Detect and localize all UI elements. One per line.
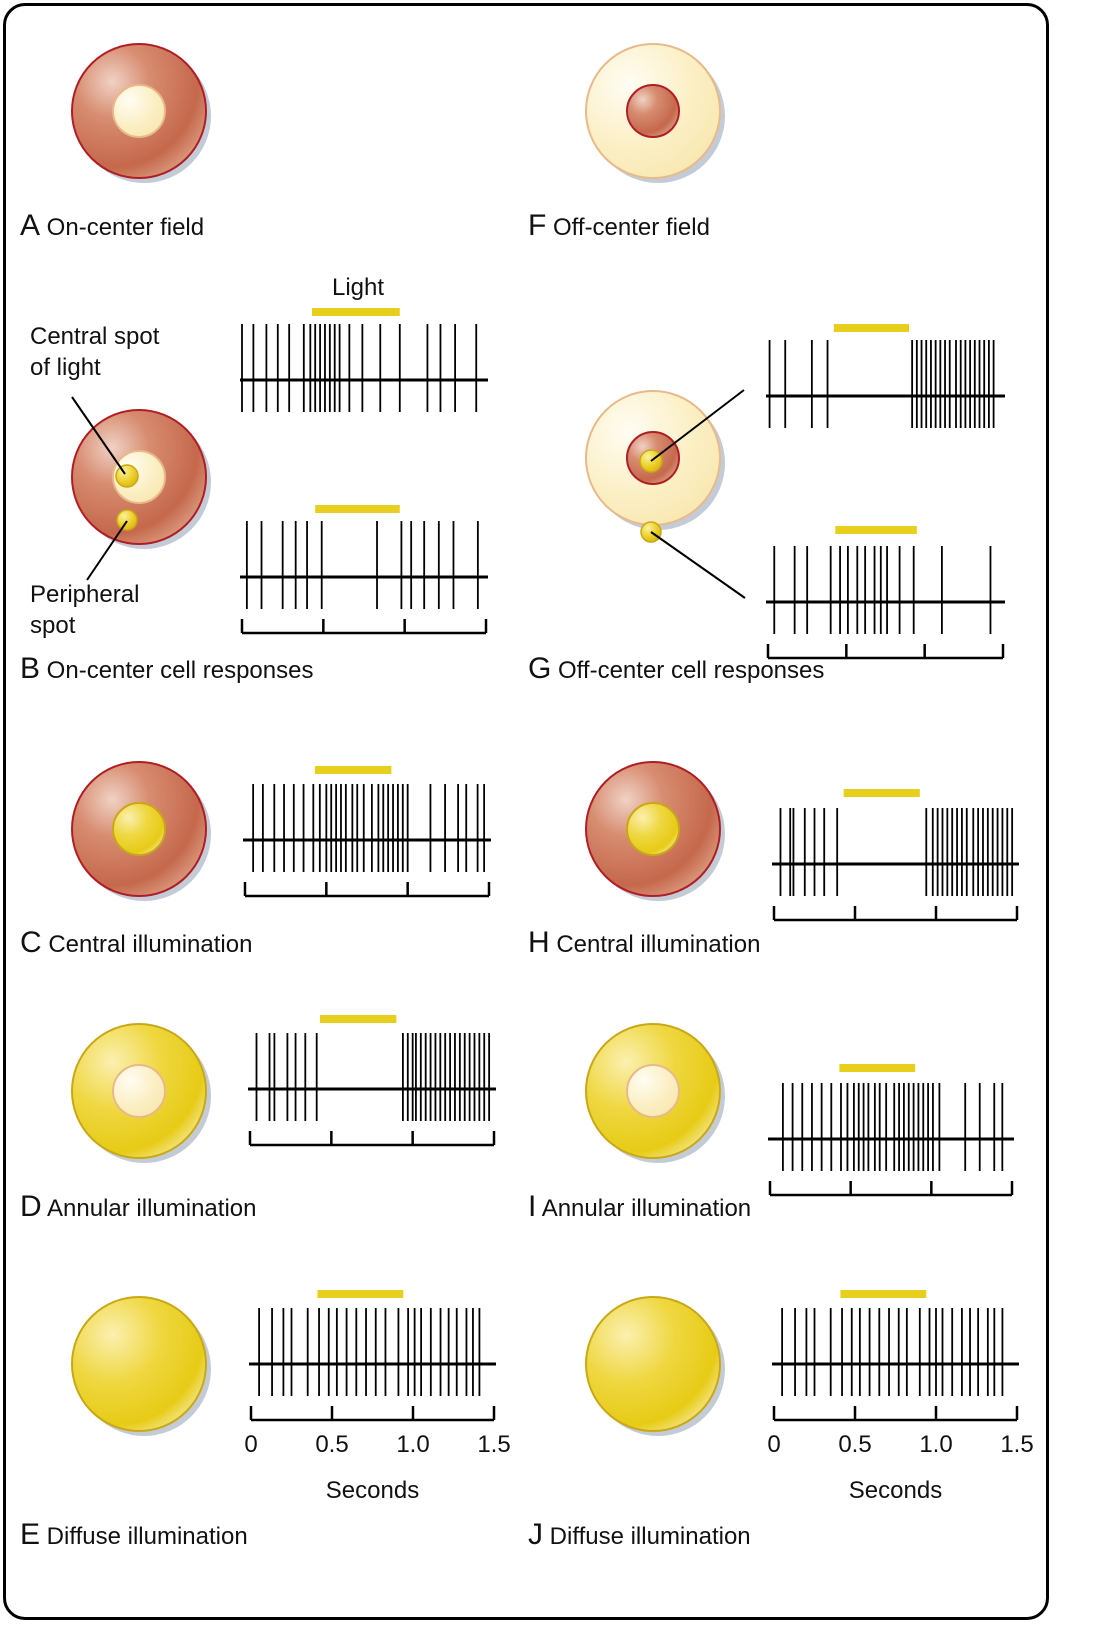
raster-d (248, 1015, 496, 1147)
light-stimulus-bar (839, 1064, 916, 1072)
panel-label-f: F Off-center field (528, 209, 710, 242)
raster-h (772, 789, 1019, 922)
connector-line-central (650, 389, 745, 462)
field-surround (585, 1296, 721, 1432)
light-label: Light (332, 274, 384, 301)
panel-label-d: D Annular illumination (20, 1190, 256, 1223)
light-stimulus-bar (319, 1015, 397, 1023)
light-stimulus-bar (315, 505, 400, 513)
raster-b-central (240, 308, 488, 412)
raster-i (768, 1064, 1014, 1197)
field-center (626, 1064, 680, 1118)
time-tick-label: 0 (767, 1431, 780, 1458)
light-stimulus-bar (314, 766, 392, 774)
panel-title: Annular illumination (536, 1195, 751, 1222)
field-center (112, 84, 166, 138)
field-center (112, 802, 166, 856)
panel-letter: D (20, 1190, 42, 1223)
field-b-on-center (71, 409, 211, 549)
panel-letter: F (528, 209, 546, 242)
field-center (626, 84, 680, 138)
connector-line-peripheral (650, 531, 746, 599)
panel-label-g: G Off-center cell responses (528, 652, 824, 685)
field-c-central-illumination (71, 761, 211, 901)
time-tick-label: 1.5 (1000, 1431, 1033, 1458)
field-center (112, 450, 166, 504)
time-tick-label: 1.0 (396, 1431, 429, 1458)
light-stimulus-bar (835, 526, 917, 534)
field-center (626, 802, 680, 856)
panel-title: Central illumination (42, 931, 253, 958)
raster-g-peripheral (766, 526, 1005, 660)
panel-letter: A (20, 209, 40, 242)
light-stimulus-bar (833, 324, 909, 332)
light-stimulus-bar (311, 308, 400, 316)
callout-line-central (71, 396, 126, 475)
panel-label-a: A On-center field (20, 209, 204, 242)
time-tick-label: 1.5 (477, 1431, 510, 1458)
field-surround (71, 1296, 207, 1432)
raster-c (243, 766, 491, 898)
panel-title: On-center cell responses (40, 657, 313, 684)
panel-label-e: E Diffuse illumination (20, 1518, 248, 1551)
callout-central-spot-line2: of light (30, 354, 101, 381)
field-j-diffuse-illumination (585, 1296, 725, 1436)
light-stimulus-bar (317, 1290, 404, 1298)
field-h-central-illumination (585, 761, 725, 901)
field-a-on-center (71, 43, 211, 183)
panel-title: Diffuse illumination (543, 1523, 751, 1550)
peripheral-light-spot (116, 509, 138, 531)
panel-letter: H (528, 926, 550, 959)
field-d-annular-illumination (71, 1023, 211, 1163)
time-tick-label: 0 (244, 1431, 257, 1458)
panel-letter: G (528, 652, 551, 685)
time-axis-title: Seconds (326, 1477, 419, 1504)
time-tick-label: 0.5 (315, 1431, 348, 1458)
central-light-spot (115, 464, 139, 488)
panel-label-h: H Central illumination (528, 926, 760, 959)
time-tick-label: 1.0 (919, 1431, 952, 1458)
panel-title: Diffuse illumination (40, 1523, 248, 1550)
field-i-annular-illumination (585, 1023, 725, 1163)
panel-label-c: C Central illumination (20, 926, 252, 959)
callout-line-peripheral (86, 520, 128, 581)
panel-letter: B (20, 652, 40, 685)
raster-b-peripheral (240, 505, 488, 635)
panel-label-b: B On-center cell responses (20, 652, 313, 685)
callout-peripheral-line1: Peripheral (30, 581, 139, 608)
field-center (112, 1064, 166, 1118)
callout-peripheral-line2: spot (30, 612, 76, 639)
panel-letter: I (528, 1190, 536, 1223)
time-tick-label: 0.5 (838, 1431, 871, 1458)
light-stimulus-bar (840, 1290, 927, 1298)
figure-frame (3, 3, 1049, 1620)
panel-title: On-center field (40, 214, 204, 241)
time-axis-title: Seconds (849, 1477, 942, 1504)
callout-central-spot-line1: Central spot (30, 323, 160, 350)
field-f-off-center (585, 43, 725, 183)
light-stimulus-bar (843, 789, 920, 797)
panel-letter: E (20, 1518, 40, 1551)
panel-letter: C (20, 926, 42, 959)
panel-title: Annular illumination (42, 1195, 257, 1222)
field-e-diffuse-illumination (71, 1296, 211, 1436)
panel-letter: J (528, 1518, 543, 1551)
panel-label-j: J Diffuse illumination (528, 1518, 751, 1551)
panel-title: Central illumination (550, 931, 761, 958)
raster-g-central (766, 324, 1005, 428)
panel-title: Off-center cell responses (551, 657, 824, 684)
panel-title: Off-center field (546, 214, 710, 241)
panel-label-i: I Annular illumination (528, 1190, 751, 1223)
